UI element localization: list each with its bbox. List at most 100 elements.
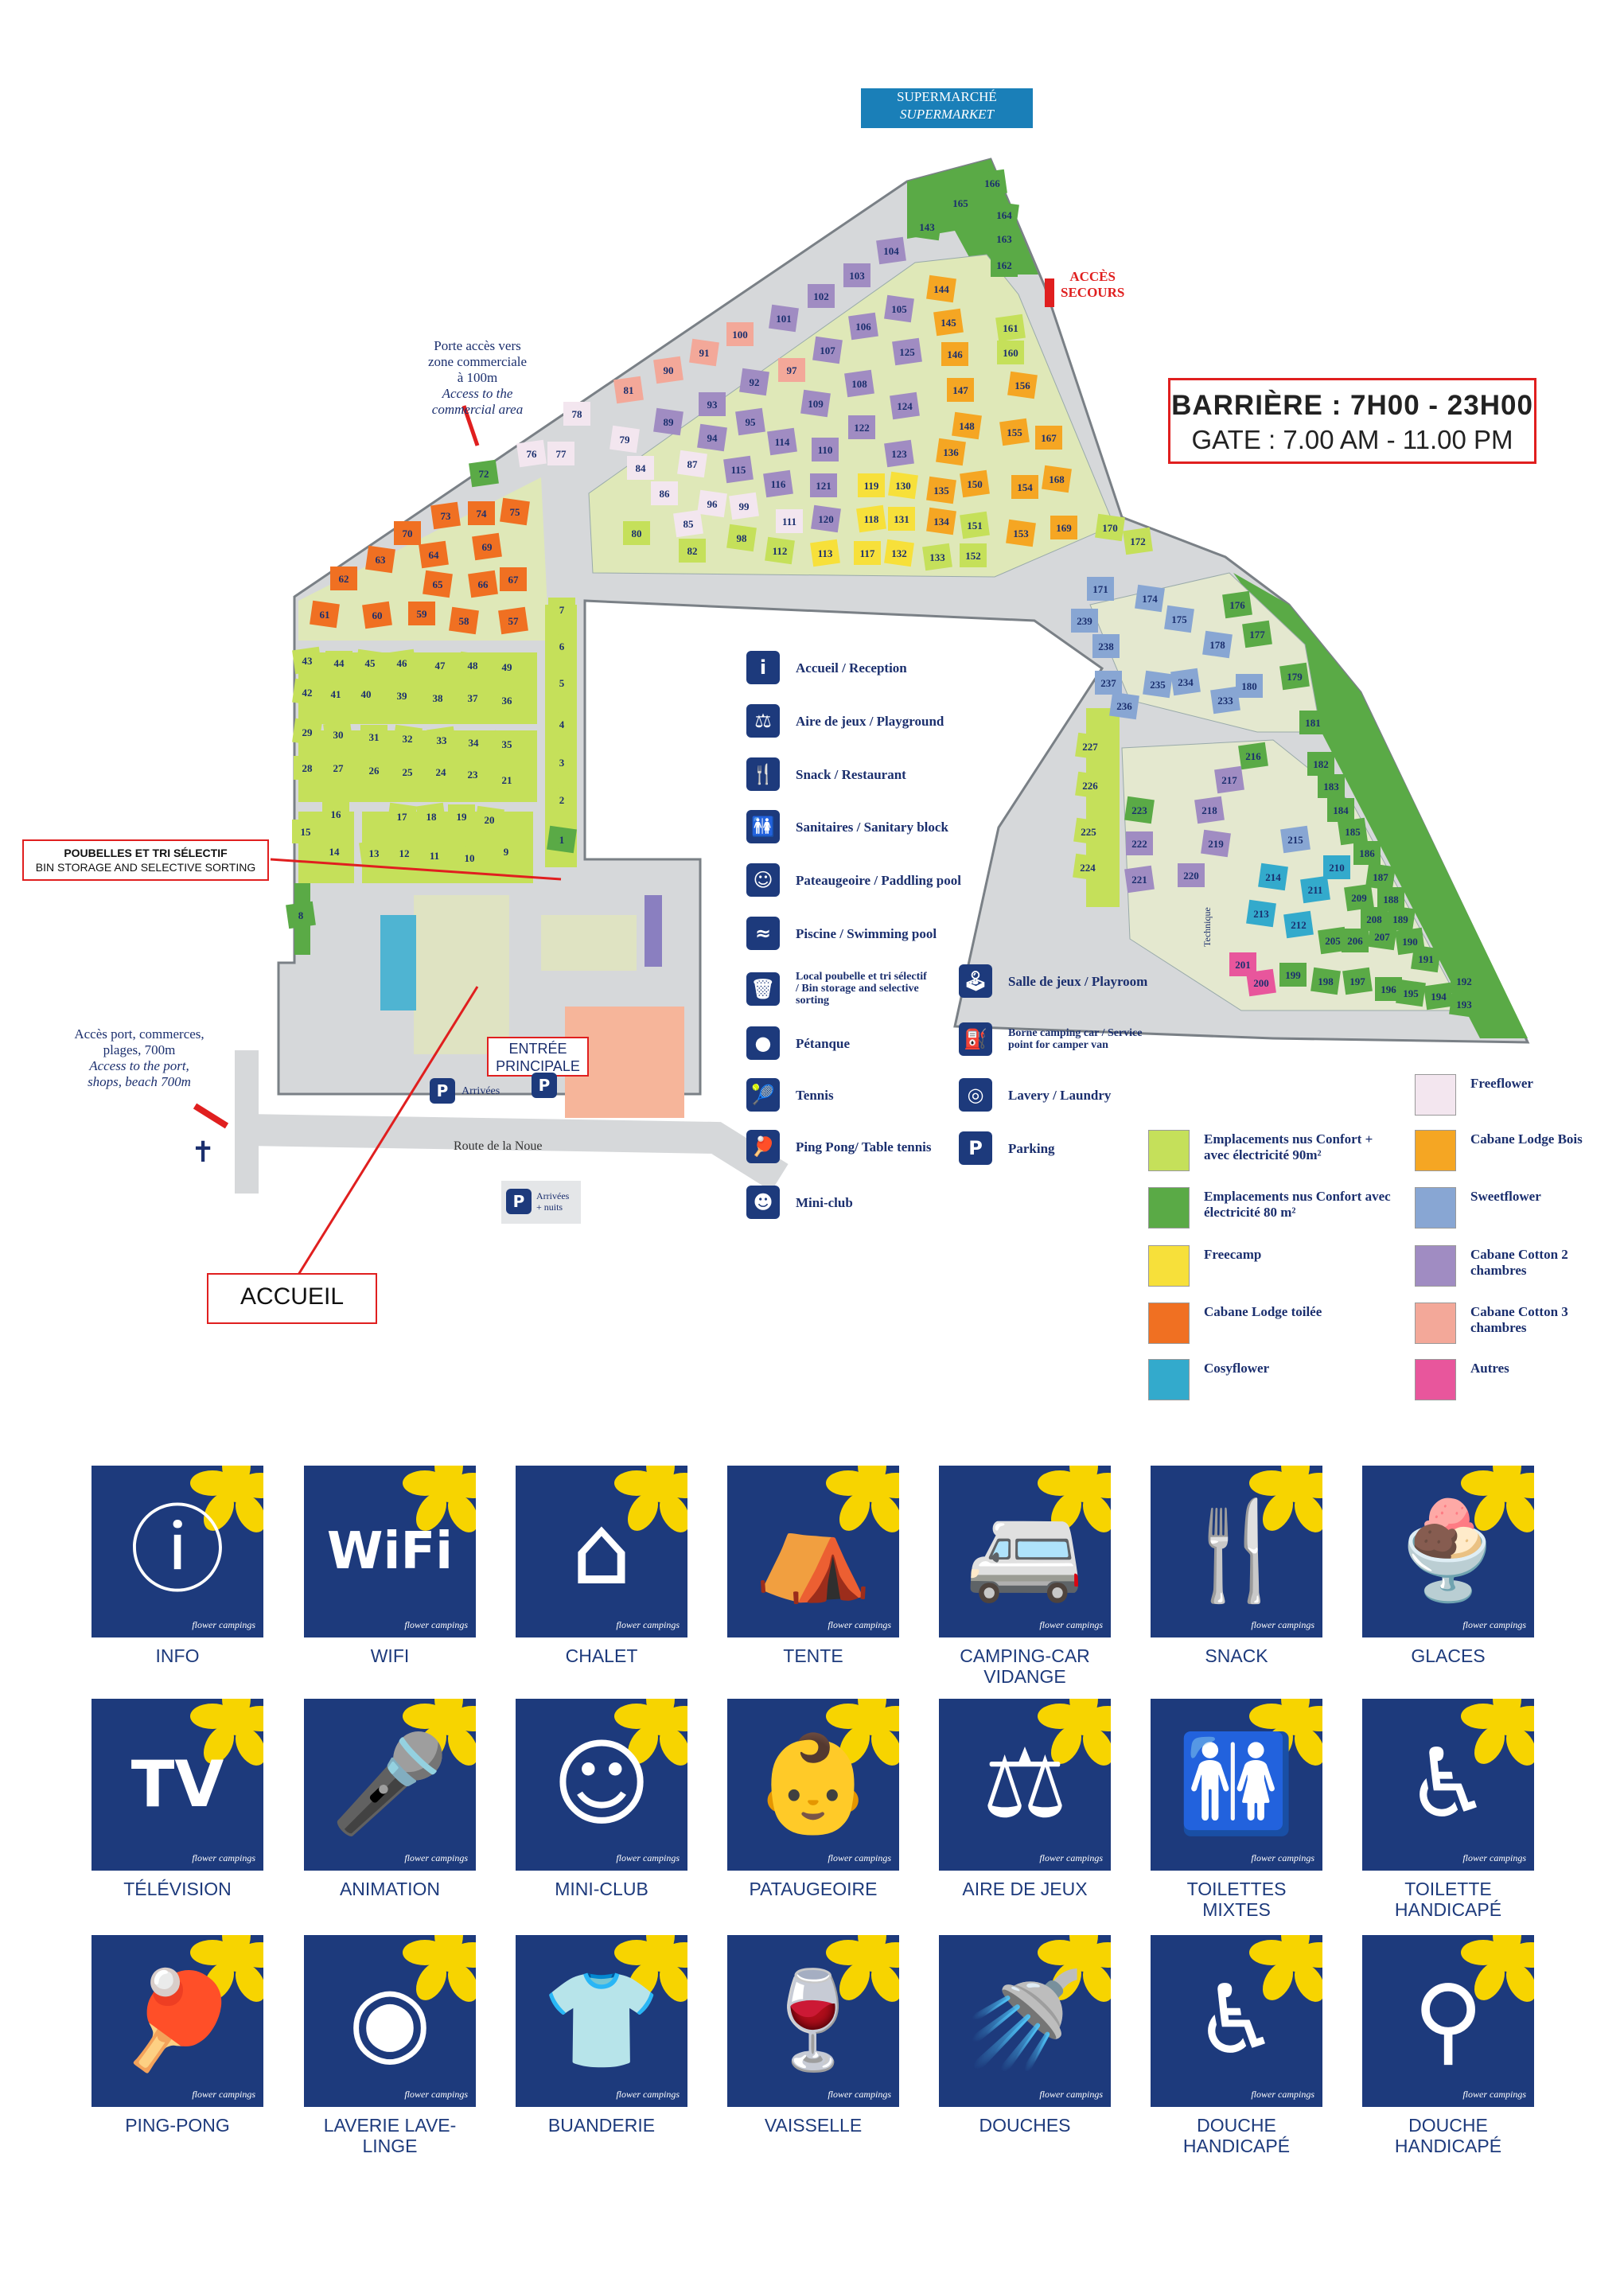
pitch-186: 186 [1353,841,1381,865]
pitch-number: 100 [732,329,748,341]
pitch-number: 58 [459,615,470,627]
pitch-3: 3 [547,748,577,777]
brand-mark: flower campings [1251,1852,1314,1863]
pitch-163: 163 [989,224,1019,253]
pitch-number: 236 [1116,700,1132,712]
zone-swatch [1415,1359,1456,1400]
tile-caption: DOUCHES [979,2115,1071,2136]
pitch-shape [858,473,885,497]
legend-label: Local poubelle et tri sélectif / Bin sto… [796,971,927,1007]
pitch-number: 103 [849,270,865,282]
pitch-shape [1126,831,1153,855]
pitch-38: 38 [423,683,453,712]
tile-caption: DOUCHE HANDICAPÉ [1394,2115,1502,2156]
tile-background: 🎤flower campings [304,1699,476,1871]
port-fr-line1: Accès port, commerces, [74,1026,204,1042]
pitch-176: 176 [1222,590,1252,619]
pitch-number: 238 [1098,641,1114,652]
flower-logo-icon [190,1466,263,1532]
zone-swatch [1415,1245,1456,1287]
tile-caption: DOUCHE HANDICAPÉ [1182,2115,1291,2156]
pitch-shape [468,570,498,598]
pitch-shape [416,802,446,831]
pitch-number: 92 [750,376,760,388]
brand-mark: flower campings [828,1852,891,1863]
legend-label: Pétanque [796,1035,850,1051]
pitch-105: 105 [884,294,914,323]
commercial-en-line2: commercial area [431,402,524,417]
brand-mark: flower campings [1039,1619,1103,1630]
pitch-number: 224 [1080,862,1096,874]
tile-background: ⌂flower campings [516,1466,687,1637]
flower-logo-icon [614,1466,687,1532]
pitch-shape [651,481,678,505]
pitch-number: 144 [933,283,949,295]
pitch-shape [726,322,754,346]
pitch-shape [977,169,1007,197]
pitch-number: 38 [433,692,444,704]
pitch-shape [1279,662,1310,691]
pitch-number: 132 [891,547,907,559]
tile-caption: ANIMATION [339,1879,441,1899]
zone-swatch [1148,1245,1190,1287]
pitch-18: 18 [416,802,446,831]
parking-icon: P [959,1131,992,1165]
pitch-shape [547,748,577,777]
pitch-number: 110 [818,444,833,456]
pitch-number: 65 [433,578,444,590]
pitch-shape [1135,584,1165,613]
pitch-shape [933,308,964,337]
pitch-shape [991,253,1018,277]
pitch-shape [492,730,522,758]
tile-caption: PATAUGEOIRE [749,1879,878,1899]
pitch-shape [1449,990,1479,1018]
pitch-225: 225 [1073,817,1104,846]
night-arrivals-sign: P Arrivées + nuits [501,1181,581,1224]
pitch-shape [1411,944,1441,973]
toilets-icon: 🚻 [1177,1729,1296,1840]
pitch-210: 210 [1323,855,1350,879]
pitch-shape [1092,634,1120,658]
pitch-224: 224 [1073,853,1103,882]
pitch-123: 123 [884,439,914,468]
pitch-shape [469,459,499,488]
pitch-42: 42 [292,678,322,707]
pitch-number: 214 [1265,871,1281,883]
pitch-shape [365,545,395,574]
pitch-number: 120 [818,513,834,525]
ping-pong-icon: 🏓 [118,1965,237,2076]
zone-swatch [1415,1074,1456,1116]
pitch-171: 171 [1087,577,1114,601]
campsite-map: 1661651641631621431041031441611021051451… [191,158,1530,1282]
pitch-226: 226 [1075,771,1105,800]
pitch-number: 84 [636,462,647,474]
pitch-number: 201 [1235,959,1251,971]
pitch-number: 167 [1041,432,1057,444]
pitch-194: 194 [1423,982,1454,1010]
pitch-number: 1 [559,834,565,846]
pitch-64: 64 [419,540,449,569]
pitch-shape [884,439,914,468]
pitch-91: 91 [689,338,719,367]
pitch-number: 34 [469,737,480,749]
pitch-number: 99 [739,500,750,512]
pitch-136: 136 [936,438,966,466]
pitch-number: 218 [1201,804,1217,816]
pitch-shape [498,606,528,635]
legend-item-swimming-pool: ≈Piscine / Swimming pool [746,917,1003,950]
pitch-number: 111 [782,516,796,528]
pitch-number: 176 [1229,599,1245,611]
port-fr-line2: plages, 700m [103,1042,176,1057]
pitch-41: 41 [321,680,351,708]
pitch-number: 208 [1366,913,1382,925]
brand-mark: flower campings [1462,1852,1526,1863]
legend-label: Aire de jeux / Playground [796,713,944,729]
pitch-209: 209 [1344,883,1374,912]
